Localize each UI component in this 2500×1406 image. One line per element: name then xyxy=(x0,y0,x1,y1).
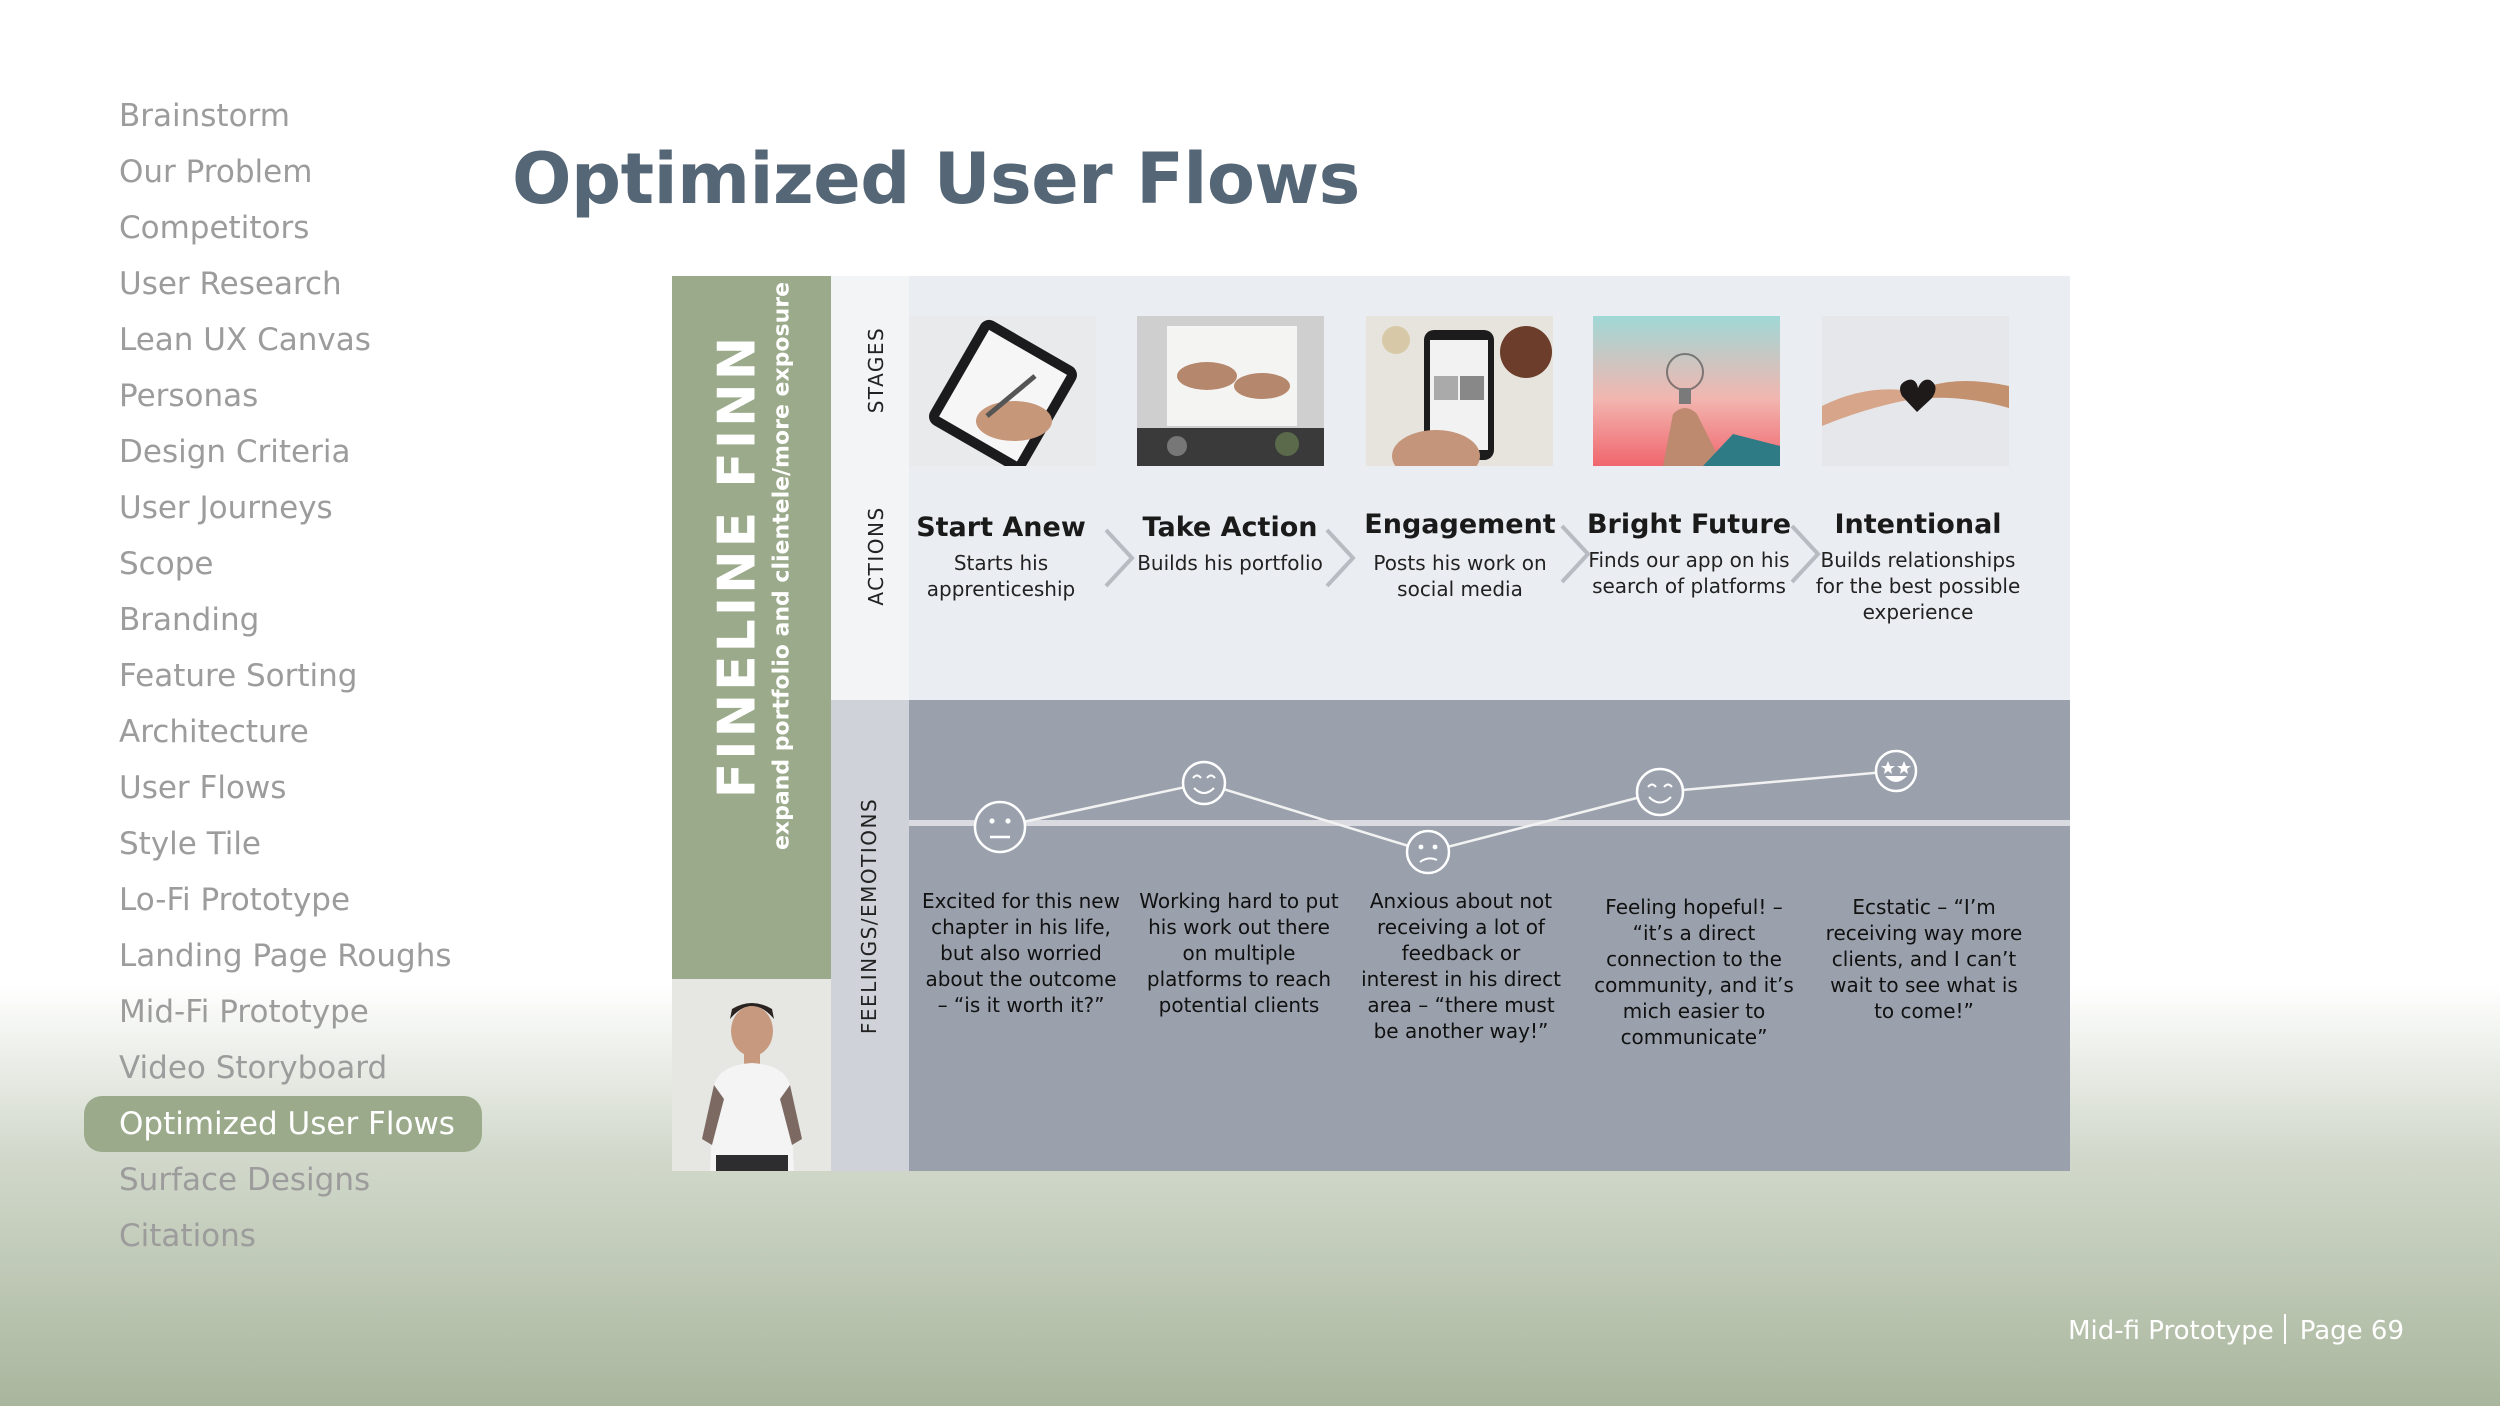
sidebar-item-optimized-user-flows[interactable]: Optimized User Flows xyxy=(84,1096,482,1152)
stage-label-column xyxy=(831,276,909,700)
persona-band: FINELINE FINN expand portfolio and clien… xyxy=(672,276,831,979)
neutral-face-icon xyxy=(973,800,1027,854)
chevron-right-icon xyxy=(1325,528,1356,588)
chevron-right-icon xyxy=(1560,524,1591,584)
stage-title-intentional: Intentional xyxy=(1834,509,2002,540)
feeling-engagement: Anxious about not receiving a lot of fee… xyxy=(1361,889,1561,1043)
stage-title-start-anew: Start Anew xyxy=(916,512,1086,543)
smiling-face-icon xyxy=(1181,760,1227,806)
star-struck-face-icon xyxy=(1874,749,1918,793)
footer-divider xyxy=(2283,1314,2286,1344)
sidebar-item-citations[interactable]: Citations xyxy=(119,1218,256,1254)
stage-desc-take-action: Builds his portfolio xyxy=(1137,551,1323,575)
sidebar-item-brainstorm[interactable]: Brainstorm xyxy=(119,98,290,134)
sidebar-item-scope[interactable]: Scope xyxy=(119,546,214,582)
sidebar-item-surface-designs[interactable]: Surface Designs xyxy=(119,1162,371,1198)
tablet-drawing-photo xyxy=(909,316,1096,466)
sidebar-item-personas[interactable]: Personas xyxy=(119,378,259,414)
sketching-hands-photo xyxy=(1137,316,1324,466)
page-footer: Mid-fi Prototype Page 69 xyxy=(2068,1314,2404,1346)
sidebar-nav: Brainstorm Our Problem Competitors User … xyxy=(84,88,484,1264)
heart-hands-photo xyxy=(1822,316,2009,466)
persona-name: FINELINE FINN xyxy=(707,333,768,799)
footer-section: Mid-fi Prototype xyxy=(2068,1316,2274,1346)
feelings-label-column xyxy=(831,700,909,1171)
sidebar-item-design-criteria[interactable]: Design Criteria xyxy=(119,434,351,470)
emotion-baseline xyxy=(909,820,2070,826)
sidebar-item-our-problem[interactable]: Our Problem xyxy=(119,154,313,190)
sidebar-item-user-flows[interactable]: User Flows xyxy=(119,770,287,806)
sidebar-item-user-research[interactable]: User Research xyxy=(119,266,342,302)
sidebar-item-lean-ux-canvas[interactable]: Lean UX Canvas xyxy=(119,322,371,358)
stage-desc-engagement: Posts his work on social media xyxy=(1373,551,1547,601)
feeling-take-action: Working hard to put his work out there o… xyxy=(1139,889,1339,1017)
sidebar-item-user-journeys[interactable]: User Journeys xyxy=(119,490,333,526)
sidebar-item-style-tile[interactable]: Style Tile xyxy=(119,826,261,862)
confused-face-icon xyxy=(1405,829,1451,875)
persona-photo xyxy=(672,979,831,1171)
feeling-intentional: Ecstatic – “I’m receiving way more clien… xyxy=(1825,895,2023,1023)
smiling-face-icon xyxy=(1635,767,1685,817)
feeling-start-anew: Excited for this new chapter in his life… xyxy=(922,889,1120,1017)
phone-social-photo xyxy=(1366,316,1553,466)
journey-map: FINELINE FINN expand portfolio and clien… xyxy=(672,276,2070,1171)
stages-label: STAGES xyxy=(864,326,888,414)
stage-desc-intentional: Builds relationships for the best possib… xyxy=(1815,548,2021,624)
stage-title-take-action: Take Action xyxy=(1142,512,1318,543)
sidebar-item-branding[interactable]: Branding xyxy=(119,602,260,638)
stage-title-bright-future: Bright Future xyxy=(1586,509,1792,540)
feeling-bright-future: Feeling hopeful! – “it’s a direct connec… xyxy=(1594,895,1794,1049)
emotion-curve xyxy=(973,749,1918,875)
sidebar-item-architecture[interactable]: Architecture xyxy=(119,714,309,750)
page-title: Optimized User Flows xyxy=(512,138,1360,220)
stage-desc-bright-future: Finds our app on his search of platforms xyxy=(1588,548,1790,598)
sidebar-item-mid-fi-prototype[interactable]: Mid-Fi Prototype xyxy=(119,994,369,1030)
persona-heading: FINELINE FINN expand portfolio and clien… xyxy=(708,282,795,850)
sidebar-item-video-storyboard[interactable]: Video Storyboard xyxy=(119,1050,388,1086)
sidebar-item-lo-fi-prototype[interactable]: Lo-Fi Prototype xyxy=(119,882,351,918)
persona-goal: expand portfolio and clientele/more expo… xyxy=(769,281,795,851)
chevron-right-icon xyxy=(1104,528,1135,588)
lightbulb-photo xyxy=(1593,316,1780,466)
stage-title-engagement: Engagement xyxy=(1364,509,1556,540)
sidebar-item-competitors[interactable]: Competitors xyxy=(119,210,310,246)
chevron-right-icon xyxy=(1790,524,1821,584)
sidebar-item-feature-sorting[interactable]: Feature Sorting xyxy=(119,658,358,694)
sidebar-item-landing-page-roughs[interactable]: Landing Page Roughs xyxy=(119,938,452,974)
stage-desc-start-anew: Starts his apprenticeship xyxy=(926,551,1076,601)
actions-label: ACTIONS xyxy=(864,506,888,606)
feelings-label: FEELINGS/EMOTIONS xyxy=(857,797,881,1035)
footer-page-number: Page 69 xyxy=(2299,1316,2404,1346)
